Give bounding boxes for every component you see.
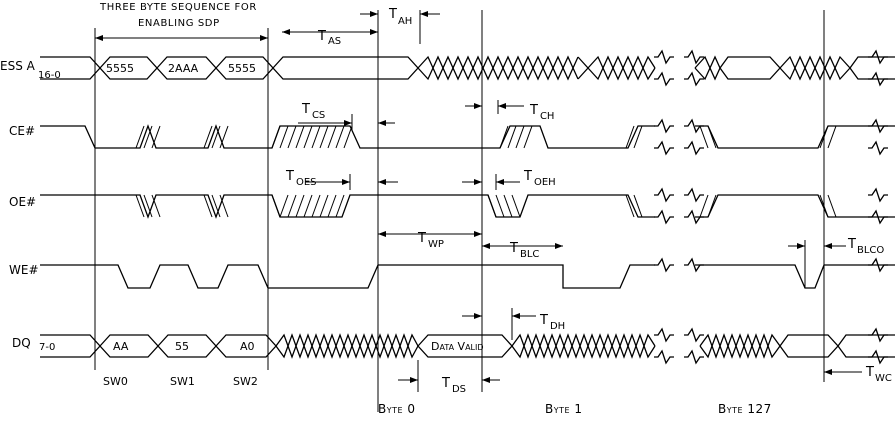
address-value-1: 5555 (106, 62, 134, 75)
sw0-label: SW0 (103, 375, 128, 388)
dq-value-1: AA (113, 340, 129, 353)
byte-127-label: Byte 127 (718, 402, 772, 416)
byte-0-label: Byte 0 (378, 402, 416, 416)
sdp-note-line-1: THREE BYTE SEQUENCE FOR (99, 2, 257, 13)
address-signal-label: ESS A (0, 59, 36, 73)
t-blco-label: TBLCO (847, 237, 884, 256)
ce-waveform (40, 124, 895, 149)
t-ah-label: TAH (388, 7, 412, 27)
reference-lines (94, 10, 825, 412)
we-signal-label: WE# (9, 263, 39, 277)
we-waveform (40, 264, 895, 289)
oe-waveform (40, 194, 895, 219)
dq-signal-label: DQ (12, 336, 31, 350)
data-valid-label: Data Valid (431, 340, 484, 353)
dq-value-2: 55 (175, 340, 189, 353)
ce-signal-label: CE# (9, 124, 35, 138)
t-wc-label: TWC (865, 365, 892, 384)
dq-value-3: A0 (240, 340, 255, 353)
dq-waveform (40, 333, 895, 359)
address-value-3: 5555 (228, 62, 256, 75)
address-signal-sub: 16-0 (38, 70, 61, 81)
address-waveform (40, 55, 895, 81)
byte-1-label: Byte 1 (545, 402, 583, 416)
timing-arrows (282, 11, 862, 392)
oe-signal-label: OE# (9, 195, 36, 209)
address-value-2: 2AAA (168, 62, 199, 75)
sw1-label: SW1 (170, 375, 195, 388)
dq-signal-sub: 7-0 (39, 342, 55, 353)
break-markers (654, 49, 888, 365)
sw2-label: SW2 (233, 375, 258, 388)
sdp-note-line-2: ENABLING SDP (138, 18, 220, 29)
sdp-sequence-span (95, 35, 268, 41)
